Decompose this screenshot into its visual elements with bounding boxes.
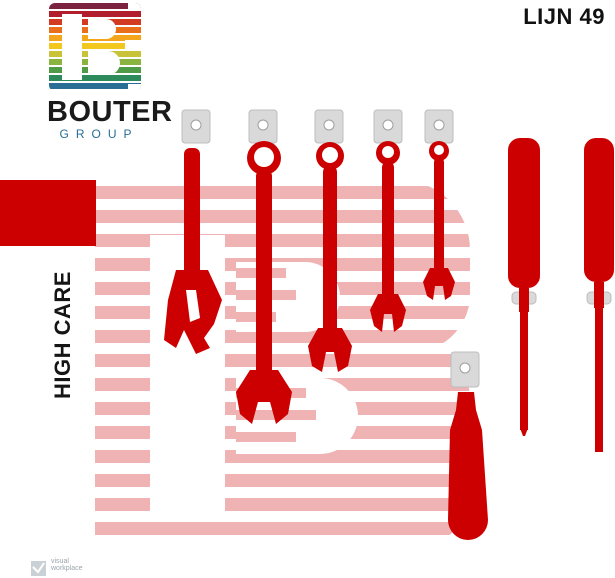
screwdriver-icon <box>584 138 614 452</box>
wall-clip-icon <box>181 109 480 388</box>
adjustable-wrench-icon <box>164 148 222 354</box>
line-number-label: LIJN 49 <box>523 4 605 29</box>
zone-label: HIGH CARE <box>50 271 75 399</box>
vendor-label-line1: visual <box>51 558 69 565</box>
brand-subtitle: GROUP <box>59 127 139 141</box>
wrench-icon <box>236 141 292 424</box>
brand-name: BOUTER <box>47 96 173 128</box>
zone-color-block <box>0 180 96 246</box>
hammer-handle-icon <box>448 392 488 540</box>
screwdriver-icon <box>508 138 540 436</box>
wrench-icon <box>308 142 352 372</box>
wrench-icon <box>370 141 406 332</box>
watermark-b-icon <box>95 186 471 535</box>
bouter-logo-icon <box>49 3 141 91</box>
vendor-label: visual workplace <box>51 558 83 572</box>
visual-workplace-logo-icon <box>31 561 46 576</box>
vendor-label-line2: workplace <box>51 565 83 572</box>
wrench-icon <box>423 141 455 300</box>
